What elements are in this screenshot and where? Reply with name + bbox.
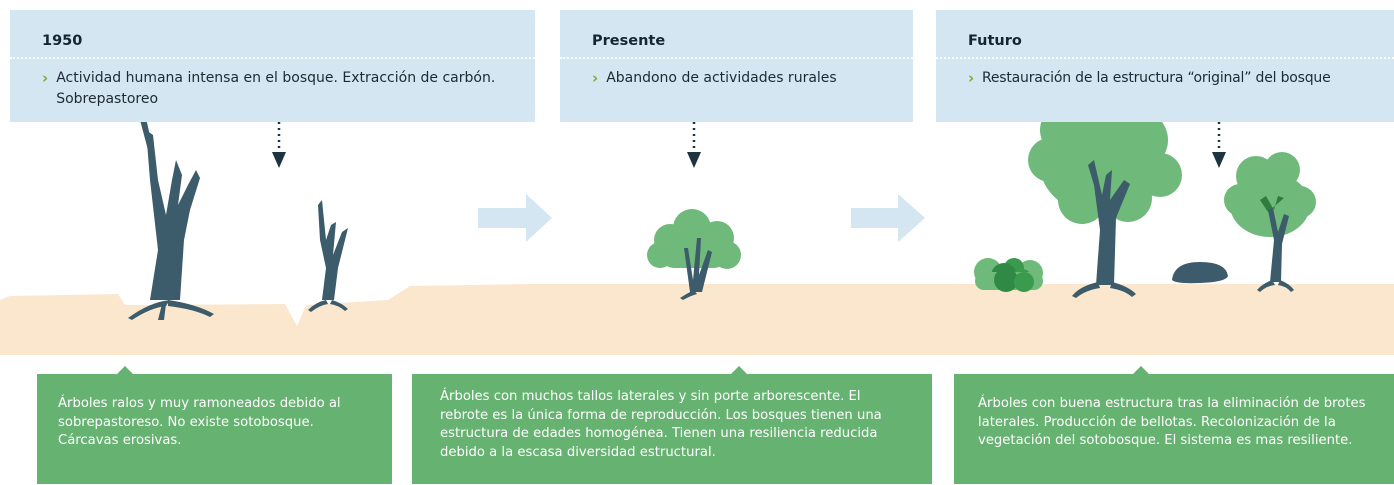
stage-bullet-text: Actividad humana intensa en el bosque. E…	[56, 70, 496, 107]
pointer	[1132, 366, 1150, 375]
dotted-arrow-2	[687, 98, 701, 168]
pointer	[730, 366, 748, 375]
stage-title: 1950	[42, 33, 83, 49]
dotted-arrow-3	[1212, 98, 1226, 168]
divider	[560, 57, 913, 59]
stage-title: Futuro	[968, 33, 1022, 49]
dotted-arrow-1	[272, 98, 286, 168]
tree-future-small	[1224, 152, 1316, 292]
dead-tree-small	[308, 200, 348, 312]
description-text: Árboles con muchos tallos laterales y si…	[440, 389, 882, 460]
undergrowth-bush	[974, 258, 1043, 292]
transition-arrow-2	[851, 194, 925, 242]
chevron-right-icon: ›	[42, 69, 49, 87]
stage-bullet: › Restauración de la estructura “origina…	[968, 68, 1388, 89]
stage-description-1950: Árboles ralos y muy ramoneados debido al…	[37, 366, 392, 484]
chevron-right-icon: ›	[968, 69, 974, 87]
transition-arrow-1	[478, 194, 552, 242]
divider	[936, 57, 1394, 59]
shrub-present	[647, 209, 741, 300]
divider	[10, 57, 535, 59]
stage-description-futuro: Árboles con buena estructura tras la eli…	[954, 366, 1394, 484]
chevron-right-icon: ›	[592, 69, 599, 87]
stage-bullet: › Abandono de actividades rurales	[592, 68, 902, 89]
pointer	[116, 366, 134, 375]
stage-description-presente: Árboles con muchos tallos laterales y si…	[412, 366, 932, 484]
description-text: Árboles con buena estructura tras la eli…	[978, 396, 1366, 448]
stage-title: Presente	[592, 33, 666, 49]
description-text: Árboles ralos y muy ramoneados debido al…	[58, 396, 341, 448]
stage-bullet-text: Abandono de actividades rurales	[606, 70, 837, 86]
stage-bullet: › Actividad humana intensa en el bosque.…	[42, 68, 532, 110]
stage-header-futuro: Futuro › Restauración de la estructura “…	[936, 10, 1394, 122]
stage-header-presente: Presente › Abandono de actividades rural…	[560, 10, 913, 122]
dead-tree-large	[128, 118, 214, 320]
stage-header-1950: 1950 › Actividad humana intensa en el bo…	[10, 10, 535, 122]
stage-bullet-text: Restauración de la estructura “original”…	[981, 70, 1331, 86]
rock	[1172, 262, 1228, 284]
ground	[0, 284, 1394, 355]
